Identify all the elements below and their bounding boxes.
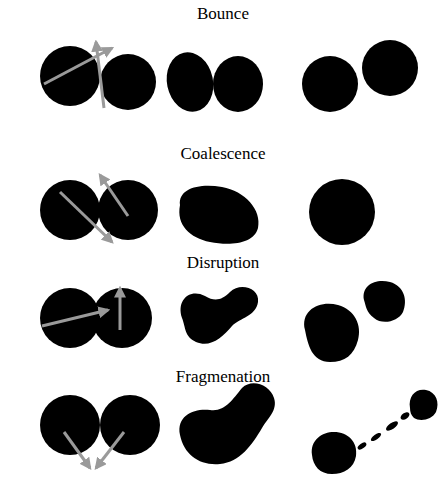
- section-heading: Coalescence: [181, 144, 266, 164]
- droplet: [40, 179, 375, 245]
- section-heading: Fragmenation: [176, 367, 270, 387]
- velocity-arrow: [64, 432, 124, 468]
- section-heading: Disruption: [187, 253, 260, 273]
- section-heading: Bounce: [197, 4, 249, 24]
- droplet: [40, 383, 438, 474]
- droplet: [40, 281, 405, 362]
- velocity-arrow: [60, 175, 128, 242]
- velocity-arrow: [42, 288, 120, 330]
- droplet: [40, 40, 418, 116]
- velocity-arrow: [44, 42, 112, 108]
